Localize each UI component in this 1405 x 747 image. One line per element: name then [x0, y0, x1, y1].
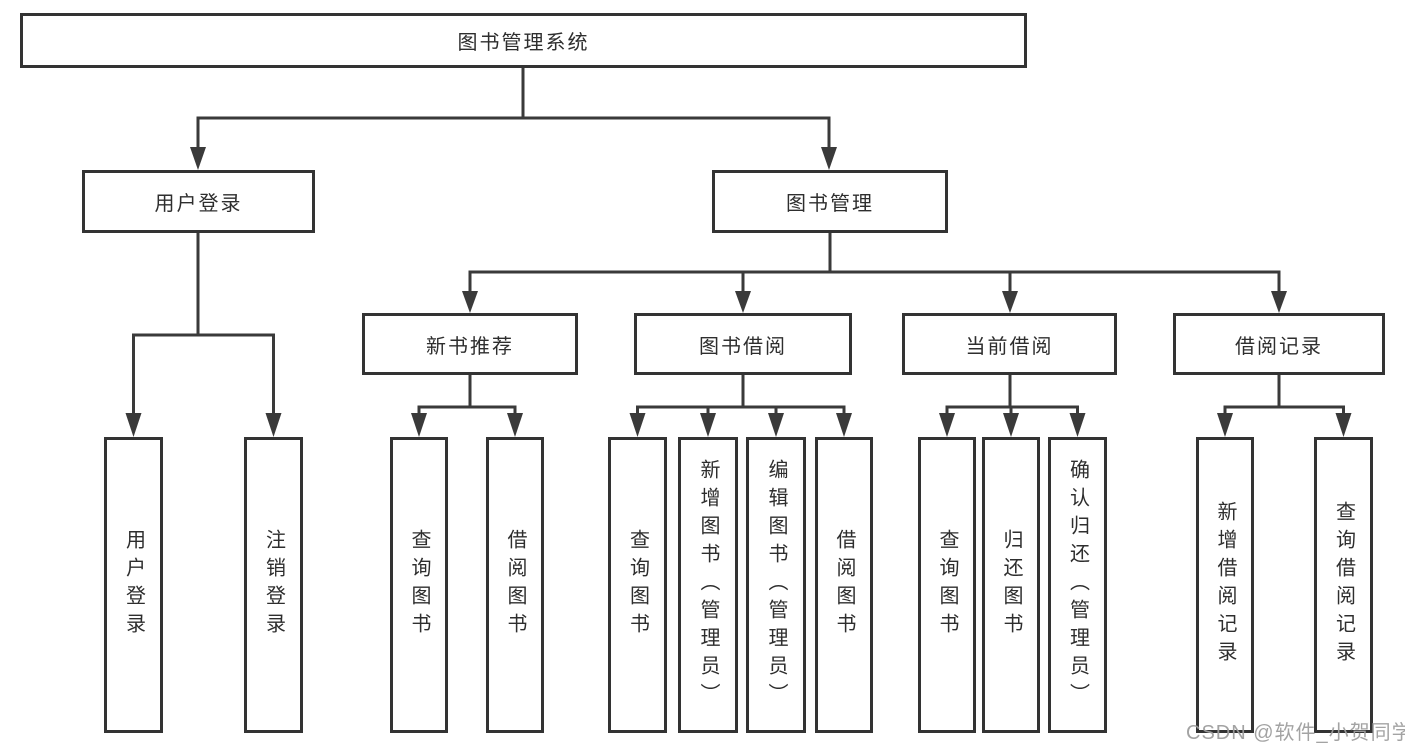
node-label: 新书推荐: [426, 335, 514, 358]
node-label: 注销登录: [262, 529, 285, 641]
node-borrowing-records: 借阅记录: [1173, 313, 1385, 375]
leaf-borrow-borrow-books: 借阅图书: [815, 437, 873, 733]
node-label: 图书借阅: [699, 335, 787, 358]
node-label: 图书管理系统: [457, 32, 590, 54]
node-label: 归还图书: [1000, 529, 1022, 641]
leaf-records-add-borrow-record: 新增借阅记录: [1196, 437, 1254, 733]
node-label: 用户登录: [122, 529, 145, 641]
leaf-newbook-borrow-books: 借阅图书: [486, 437, 544, 733]
node-label: 借阅图书: [833, 529, 855, 641]
leaf-borrow-edit-books-admin: 编辑图书（管理员）: [746, 437, 806, 733]
node-label: 图书管理: [786, 193, 874, 215]
leaf-current-confirm-return-admin: 确认归还（管理员）: [1048, 437, 1107, 733]
leaf-borrow-query-books: 查询图书: [608, 437, 667, 733]
node-current-borrowing: 当前借阅: [902, 313, 1117, 375]
node-label: 查询图书: [936, 529, 958, 641]
leaf-newbook-query-books: 查询图书: [390, 437, 448, 733]
csdn-watermark: CSDN @软件_小贺同学: [1186, 722, 1405, 744]
leaf-current-return-books: 归还图书: [982, 437, 1040, 733]
leaf-logout: 注销登录: [244, 437, 303, 733]
node-label: 借阅记录: [1235, 335, 1323, 358]
node-user-login-branch: 用户登录: [82, 170, 315, 233]
node-label: 新增图书（管理员）: [697, 459, 719, 711]
node-label: 查询图书: [408, 529, 430, 641]
node-book-management-branch: 图书管理: [712, 170, 948, 233]
node-label: 当前借阅: [965, 335, 1054, 358]
node-label: 查询借阅记录: [1332, 501, 1355, 669]
node-label: 确认归还（管理员）: [1066, 459, 1089, 711]
node-book-borrowing: 图书借阅: [634, 313, 852, 375]
leaf-current-query-books: 查询图书: [918, 437, 976, 733]
leaf-user-login: 用户登录: [104, 437, 163, 733]
leaf-records-query-borrow-record: 查询借阅记录: [1314, 437, 1373, 733]
node-label: 查询图书: [626, 529, 649, 641]
node-label: 用户登录: [154, 193, 243, 215]
node-root-system: 图书管理系统: [20, 13, 1027, 68]
node-label: 借阅图书: [504, 529, 526, 641]
node-label: 新增借阅记录: [1214, 501, 1236, 669]
node-new-book-recommend: 新书推荐: [362, 313, 578, 375]
leaf-borrow-add-books-admin: 新增图书（管理员）: [678, 437, 738, 733]
node-label: 编辑图书（管理员）: [765, 459, 787, 711]
